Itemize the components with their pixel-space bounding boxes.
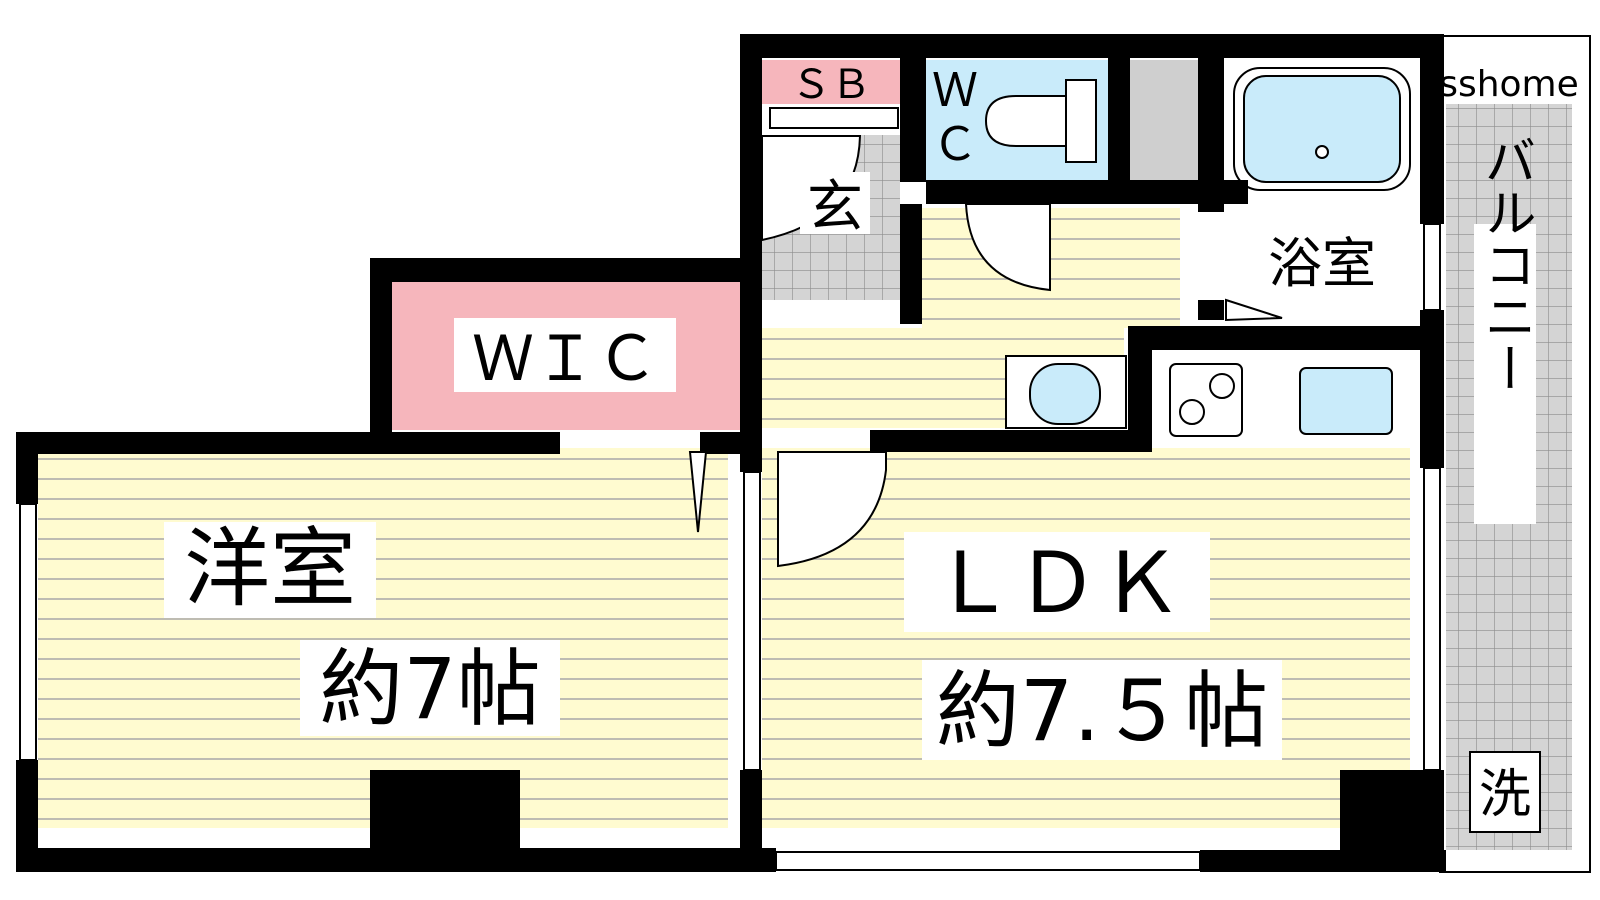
washer-name: 洗 (1479, 765, 1531, 825)
wc-name-c: Ｃ (932, 117, 978, 171)
stove-icon (1169, 363, 1243, 437)
western-room-floor (38, 448, 728, 828)
toilet-tank (1065, 79, 1097, 163)
western-room-label: 洋室 (164, 519, 376, 619)
windows (19, 223, 1441, 871)
watermark: sshome (1439, 60, 1579, 105)
watermark-text: sshome (1439, 64, 1579, 105)
ldk-size-label: 約7.５帖 (922, 660, 1282, 760)
toilet-bowl (984, 95, 1067, 147)
western-room-size-label: 約7帖 (300, 640, 560, 738)
walls (16, 34, 1446, 872)
wash-basin-bowl (1029, 363, 1101, 425)
western-room-size: 約7帖 (319, 640, 540, 738)
wic-label: ＷＩＣ (454, 318, 676, 395)
burner-1 (1179, 399, 1205, 425)
ldk-name: ＬＤＫ (931, 534, 1183, 632)
ldk-label: ＬＤＫ (904, 532, 1210, 632)
washer-label: 洗 (1469, 751, 1541, 833)
shoe-box (762, 60, 900, 104)
wic-name: ＷＩＣ (472, 322, 658, 395)
balcony-name: バルコニー (1475, 134, 1535, 394)
bathroom-name: 浴室 (1268, 232, 1376, 295)
wc-name-w: Ｗ (932, 63, 978, 117)
balcony-label: バルコニー (1474, 134, 1536, 524)
burner-2 (1209, 373, 1235, 399)
ldk-size: 約7.５帖 (936, 662, 1268, 760)
kitchen-sink (1299, 367, 1393, 435)
bathtub-basin (1243, 75, 1401, 183)
pipe-shaft (1130, 60, 1200, 180)
bathtub-drain (1315, 145, 1329, 159)
western-room-name: 洋室 (184, 519, 356, 619)
shoe-box-shelf (769, 107, 899, 129)
shoe-box-name: ＳＢ (791, 62, 871, 108)
entrance-name: 玄 (807, 175, 863, 240)
entrance-label: 玄 (800, 172, 870, 240)
